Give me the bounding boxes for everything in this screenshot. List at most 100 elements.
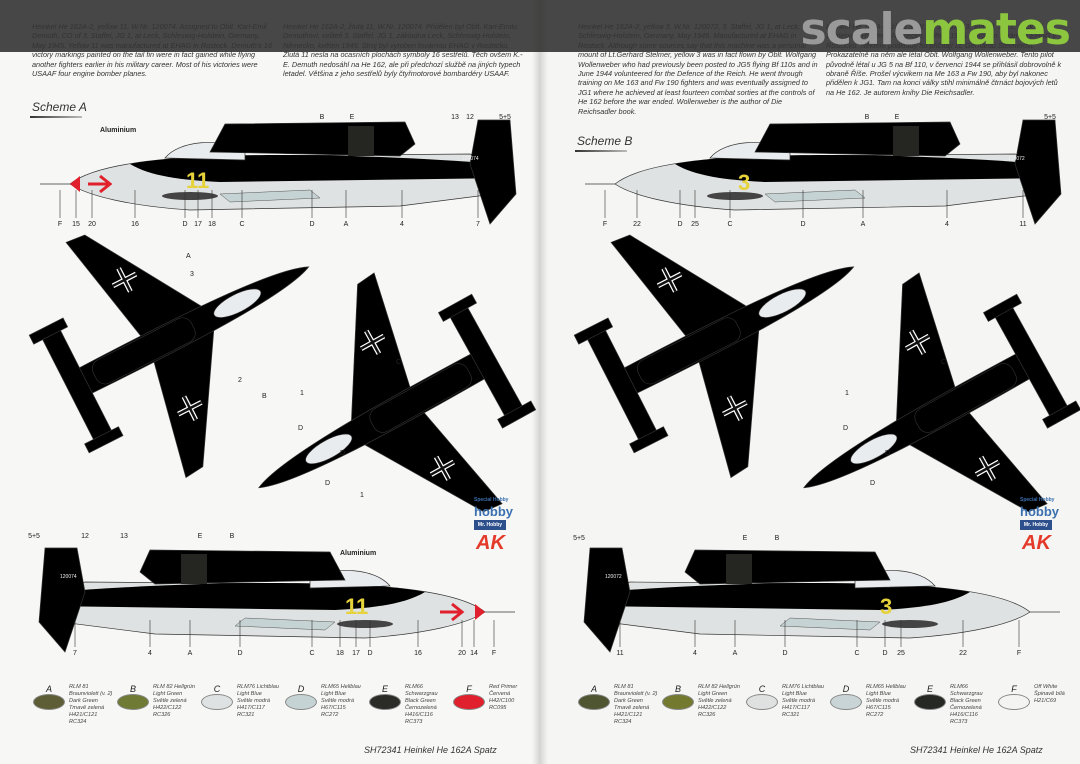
callout-F: F (1017, 650, 1021, 657)
callout-D: D (367, 650, 372, 657)
special-hobby-caption: Special Hobby (474, 497, 509, 503)
swatch-chip (201, 694, 233, 710)
callout-5+5: 5+5 (499, 114, 511, 121)
scheme-a-side-view-left (39, 119, 517, 225)
callout-A: A (188, 650, 193, 657)
swatch-chip (33, 694, 65, 710)
special-hobby-logo: hobby (474, 504, 513, 519)
callout-18: 18 (208, 221, 216, 228)
swatch-letter: A (45, 684, 52, 694)
callout-C: C (727, 221, 732, 228)
callout-B: B (230, 533, 235, 540)
color-swatch-a: A (32, 684, 66, 710)
red-nose-a (70, 176, 80, 192)
serial-b-2: 120072 (605, 574, 622, 580)
callout-D: D (237, 650, 242, 657)
color-swatch-b: B (661, 684, 695, 710)
scheme-b-underline (575, 150, 627, 152)
callout-17: 17 (194, 221, 202, 228)
scheme-a-title: Scheme A (32, 100, 87, 114)
serial-a-2: 120074 (60, 574, 77, 580)
plan-callout-3: 3 (190, 271, 194, 278)
callout-B: B (320, 114, 325, 121)
callout-15: 15 (72, 221, 80, 228)
serial-a: 120074 (462, 156, 479, 162)
callout-4: 4 (693, 650, 697, 657)
callout-4: 4 (148, 650, 152, 657)
callout-20: 20 (458, 650, 466, 657)
callout-11: 11 (1019, 221, 1026, 228)
plan-callout-B: B (262, 393, 267, 400)
color-swatch-e: E (913, 684, 947, 710)
scheme-b-text-en: Heinkel He 162A-2, yellow 3, W.Nr. 12007… (578, 22, 818, 116)
plan-callout-D: D (843, 425, 848, 432)
color-swatch-c: C (745, 684, 779, 710)
swatch-letter: E (926, 684, 933, 694)
serial-b: 120072 (1008, 156, 1025, 162)
callout-F: F (603, 221, 607, 228)
special-hobby-logo-b: hobby (1020, 504, 1059, 519)
swatch-chip (662, 694, 694, 710)
callout-C: C (239, 221, 244, 228)
callout-22: 22 (959, 650, 967, 657)
swatch-chip (998, 694, 1030, 710)
swatch-letter: C (213, 684, 221, 694)
plan-callout-1: 1 (300, 390, 304, 397)
scheme-a-side-view-right (38, 547, 516, 653)
scheme-a-text-en: Heinkel He 162A-2, yellow 11, W.Nr. 1200… (32, 22, 273, 79)
callout-B: B (775, 535, 780, 542)
plan-callout-1: 1 (845, 390, 849, 397)
code-a-2: 11 (345, 594, 368, 619)
callout-12: 12 (81, 533, 89, 540)
scheme-a-underline (30, 116, 82, 118)
swatch-letter: F (466, 684, 472, 694)
code-a: 11 (186, 168, 209, 193)
color-swatch-c: C (200, 684, 234, 710)
plan-callout-A: A (186, 253, 191, 260)
plan-callout-D: D (298, 425, 303, 432)
scheme-a-text-cz: Heinkel He 162A-2, žlutá 11, W.Nr. 12007… (283, 22, 523, 79)
scheme-b-title: Scheme B (577, 134, 633, 148)
callout-14: 14 (470, 650, 478, 657)
swatch-letter: A (590, 684, 597, 694)
callout-D: D (782, 650, 787, 657)
callout-7: 7 (476, 221, 480, 228)
special-hobby-caption-b: Special Hobby (1020, 497, 1055, 503)
callout-D: D (800, 221, 805, 228)
callout-D: D (309, 221, 314, 228)
swatch-chip (117, 694, 149, 710)
callout-B: B (865, 114, 870, 121)
callout-11: 11 (616, 650, 623, 657)
page-gutter (532, 0, 548, 764)
callout-22: 22 (633, 221, 641, 228)
ak-logo: AK (476, 532, 505, 554)
callout-4: 4 (400, 221, 404, 228)
code-b: 3 (738, 170, 750, 195)
plan-callout-D: D (870, 480, 875, 487)
callout-16: 16 (414, 650, 422, 657)
color-swatch-d: D (829, 684, 863, 710)
swatch-letter: E (381, 684, 388, 694)
callout-25: 25 (691, 221, 699, 228)
callout-17: 17 (352, 650, 360, 657)
callout-12: 12 (466, 114, 474, 121)
swatch-chip (746, 694, 778, 710)
kit-title-b: SH72341 Heinkel He 162A Spatz (910, 745, 1043, 755)
callout-A: A (344, 221, 349, 228)
swatch-chip (578, 694, 610, 710)
gunze-logo: Mr. Hobby (474, 520, 506, 530)
